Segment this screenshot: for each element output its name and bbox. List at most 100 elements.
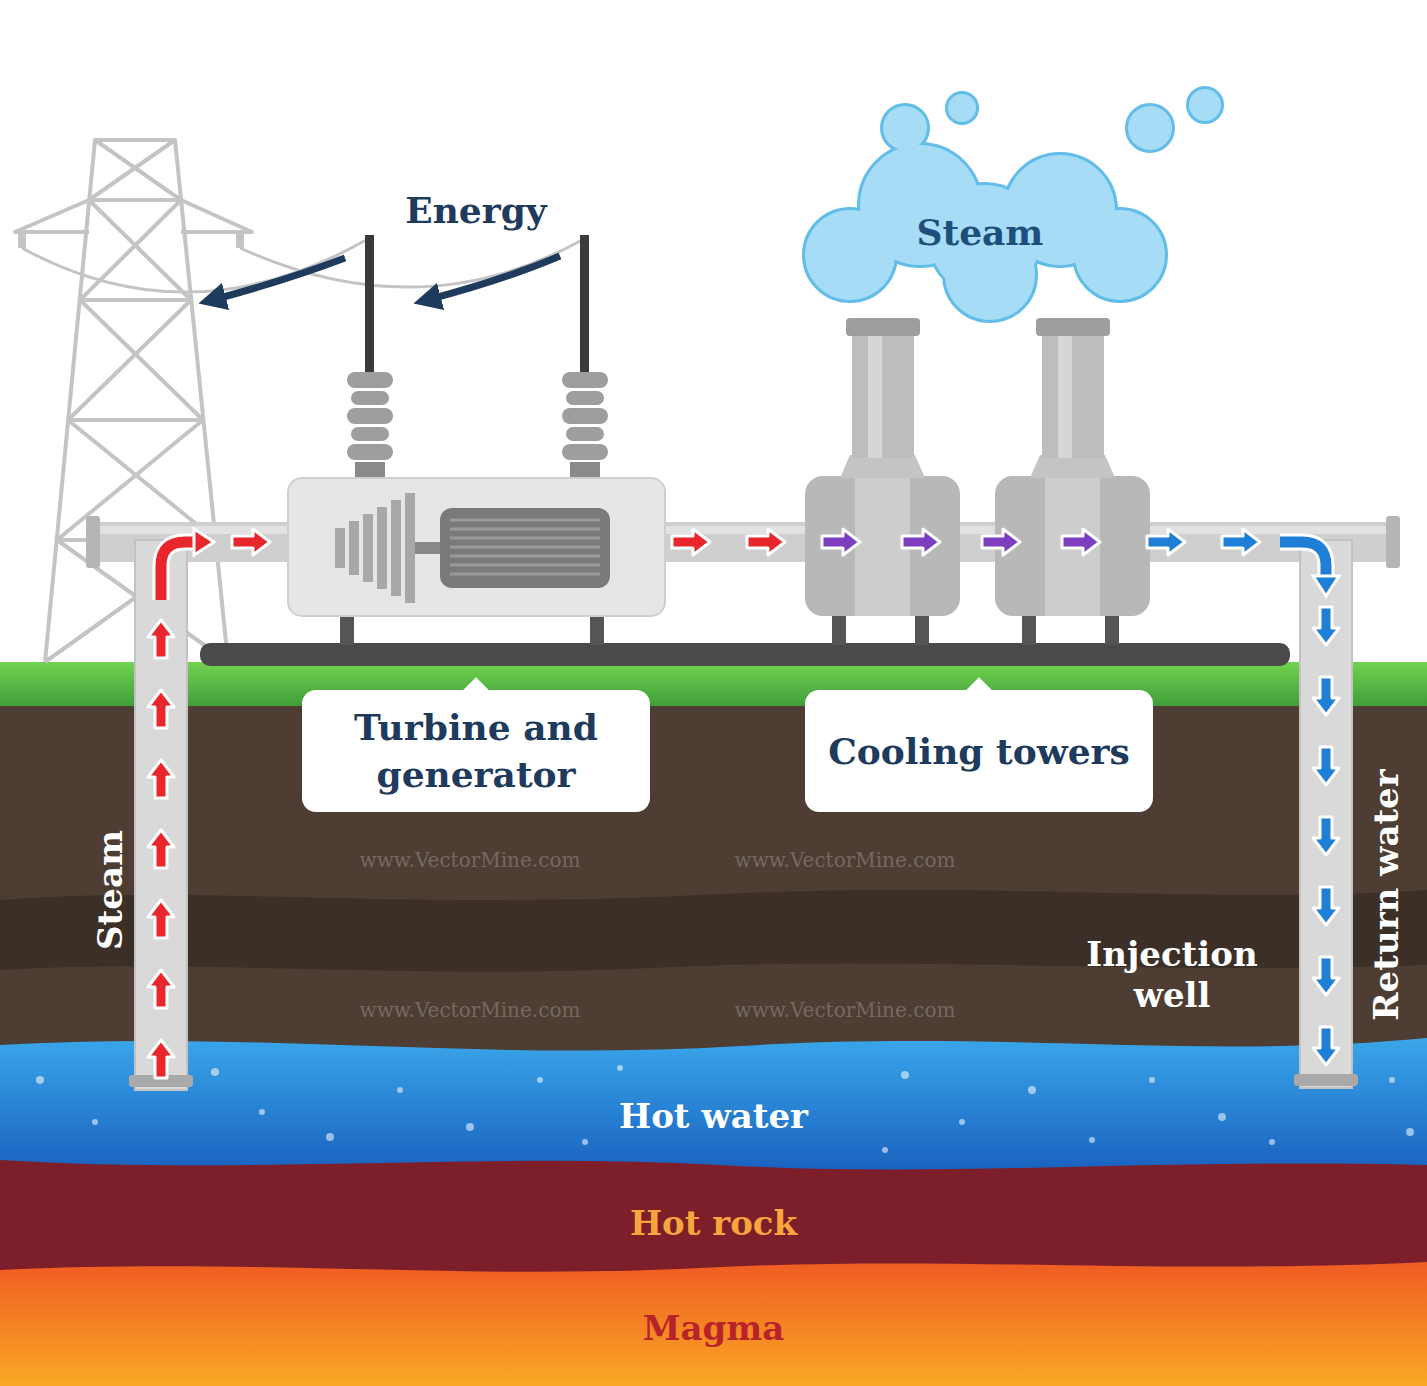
turbine-generator: [450, 520, 600, 574]
steam-cloud-shape: [1075, 210, 1165, 300]
steam-cloud-shape: [1128, 106, 1172, 150]
steam-cloud-shape: [948, 94, 976, 122]
turbine-generator: [566, 391, 604, 405]
node-text: Hot water: [619, 1096, 808, 1137]
water-bubbles: [36, 1065, 1414, 1153]
steam-cloud-shape: [805, 89, 1221, 320]
flow-arrows: [1147, 529, 1185, 555]
turbine-generator: [288, 478, 665, 616]
water-bubbles: [1149, 1077, 1155, 1083]
cooling-towers: [1045, 476, 1100, 616]
steam-cloud-shape: [1189, 89, 1221, 121]
turbine-generator: [391, 500, 401, 596]
turbine-generator: [351, 427, 389, 441]
turbine-generator: [440, 508, 610, 588]
flow-arrows: [1313, 887, 1339, 925]
turbine-generator: [351, 391, 389, 405]
water-bubbles: [36, 1076, 44, 1084]
flow-arrows: [1222, 529, 1260, 555]
flow-arrows: [148, 1040, 174, 1078]
flow-arrows: [161, 542, 196, 600]
turbine-generator: [562, 372, 608, 388]
well-label: Injection well: [1052, 934, 1292, 1016]
pipes: [1300, 540, 1352, 1088]
turbine-generator: [405, 493, 415, 603]
water-bubbles: [466, 1123, 474, 1131]
flow-arrows: [1280, 542, 1326, 578]
energy-arrows: [212, 256, 560, 300]
flow-arrows: [148, 620, 174, 658]
callout-box: Cooling towers: [805, 690, 1153, 812]
watermark: www.VectorMine.com: [735, 848, 956, 872]
power-pylon: [15, 200, 252, 232]
cooling-towers: [852, 330, 914, 458]
turbine-generator: [347, 372, 608, 480]
cooling-towers: [1058, 330, 1072, 458]
flow-arrows: [1280, 542, 1326, 578]
power-pylon: [80, 200, 191, 300]
flow-arrows: [148, 690, 174, 728]
node-text: Cooling towers: [828, 728, 1130, 775]
turbine-generator: [580, 235, 589, 375]
water-bubbles: [1269, 1139, 1275, 1145]
water-bubbles: [959, 1119, 965, 1125]
watermark: www.VectorMine.com: [735, 998, 956, 1022]
pipes: [135, 540, 187, 1090]
water-bubbles: [582, 1139, 588, 1145]
cooling-towers: [995, 476, 1150, 616]
node-text: Hot rock: [630, 1203, 797, 1244]
flow-label: Return water: [1366, 769, 1407, 1020]
watermark: www.VectorMine.com: [360, 848, 581, 872]
water-layer: Hot water: [0, 1088, 1427, 1145]
water-bubbles: [211, 1068, 219, 1076]
cooling-towers: [1030, 455, 1115, 478]
water-bubbles: [1406, 1128, 1414, 1136]
flow-label: Steam: [90, 830, 131, 950]
steam-cloud-shape: [805, 89, 1221, 320]
flow-arrows: [672, 529, 710, 555]
water-bubbles: [537, 1077, 543, 1083]
flow-arrows: [232, 529, 270, 555]
ground-layers: [0, 662, 1427, 1386]
node-text: Magma: [643, 1308, 784, 1349]
water-bubbles: [1218, 1113, 1226, 1121]
hot-rock-fill: [0, 1150, 1427, 1272]
cooling-towers: [868, 330, 882, 458]
callout-pointer: [463, 677, 488, 702]
turbine-generator: [347, 372, 393, 388]
flow-arrows: [194, 529, 214, 555]
water-bubbles: [92, 1119, 98, 1125]
turbine-generator: [347, 444, 393, 460]
pipes: [1386, 516, 1400, 568]
power-pylon: [68, 300, 203, 420]
power-pylon: [22, 232, 240, 248]
platform: [200, 643, 1290, 666]
water-bubbles: [1089, 1137, 1095, 1143]
flow-arrows: [148, 830, 174, 868]
cooling-towers: [840, 455, 925, 478]
cooling-towers: [805, 318, 1150, 645]
flow-arrows: [1313, 747, 1339, 785]
cooling-towers: [1042, 330, 1104, 458]
energy-arrows: [212, 258, 345, 300]
turbine-generator: [562, 408, 608, 424]
node-text: Steam: [917, 211, 1044, 254]
turbine-generator: [562, 444, 608, 460]
rock-layer: Hot rock: [0, 1195, 1427, 1252]
flow-arrows: [822, 529, 860, 555]
energy-arrows: [427, 256, 560, 300]
steam-cloud-shape: [883, 106, 927, 150]
water-bubbles: [259, 1109, 265, 1115]
steam-cloud: Steam: [850, 198, 1110, 268]
steam-cloud-shape: [1128, 106, 1172, 150]
flow-arrows: [1313, 1027, 1339, 1065]
turbine-generator: [377, 507, 387, 589]
turbine-generator: [349, 521, 359, 575]
water-bubbles: [882, 1147, 888, 1153]
flow-arrows: [1313, 576, 1339, 596]
callout-pointer: [966, 677, 991, 702]
